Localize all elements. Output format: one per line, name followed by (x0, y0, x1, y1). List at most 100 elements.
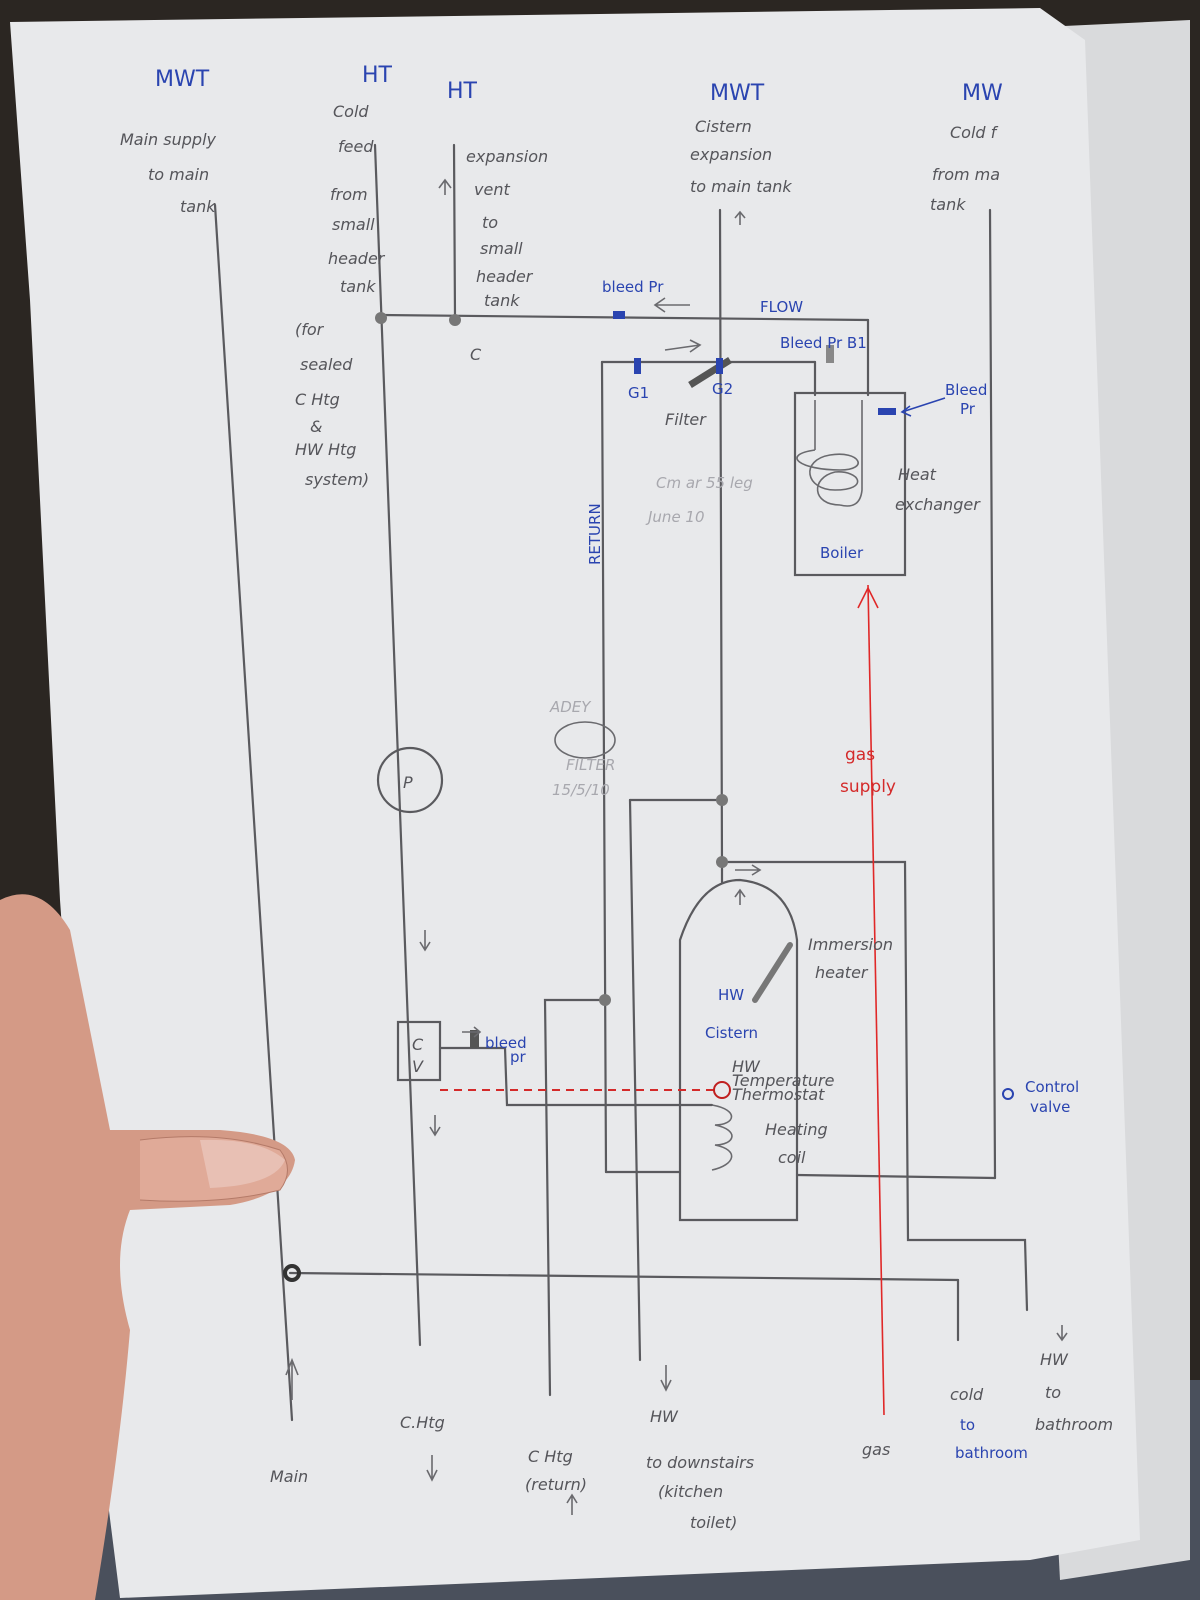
handwritten-label: Control (1025, 1078, 1079, 1096)
diagram-stroke (200, 1139, 285, 1188)
handwritten-label: Heat (898, 465, 937, 484)
hw-bath-arrow-icon (1056, 1325, 1068, 1342)
valve-cv-box (396, 1020, 442, 1082)
handwritten-label: G2 (712, 380, 733, 398)
column-headings: MWT Main supply to main tank HT Cold fee… (120, 63, 1003, 310)
control-valve-icon (1002, 1088, 1014, 1100)
handwritten-label: Cm ar 55 leg (656, 474, 753, 492)
handwritten-label: to main tank (690, 177, 792, 196)
col-tag: MW (962, 81, 1003, 106)
handwritten-label: Thermostat (732, 1085, 825, 1104)
handwritten-label: exchanger (895, 495, 981, 514)
immersion-heater-icon (752, 942, 793, 1003)
gas-supply-pipe (867, 584, 885, 1416)
main-junction-dot (283, 1264, 301, 1282)
handwritten-label: G1 (628, 384, 649, 402)
sealed-system-note: (for sealed C Htg & HW Htg system) (295, 320, 369, 489)
handwritten-label: V (412, 1057, 424, 1076)
hw-downstairs-pipe (628, 798, 642, 1362)
vent-arrow-icon (438, 178, 452, 195)
return-in-arrow-icon (566, 1493, 578, 1515)
handwritten-label: (kitchen (658, 1482, 723, 1501)
main-cold-distribution-pipe (288, 1271, 960, 1282)
handwritten-label: FILTER (566, 756, 615, 774)
handwritten-label: bathroom (1035, 1415, 1113, 1434)
handwritten-label: bathroom (955, 1444, 1028, 1462)
handwritten-label: cold (950, 1385, 984, 1404)
valve-g2-icon (716, 358, 723, 374)
main-inflow-arrow-icon (285, 1357, 299, 1400)
heating-coil-icon (711, 1104, 733, 1171)
handwritten-label: Pr (960, 400, 976, 418)
chtg-out-arrow-icon (426, 1455, 438, 1482)
handwritten-label: bleed (485, 1034, 527, 1052)
handwritten-label: sealed (300, 355, 353, 374)
thermostat-icon (713, 1081, 731, 1099)
handwritten-label: HW (650, 1407, 679, 1426)
handwritten-label: P (403, 773, 413, 792)
handwritten-label: expansion (466, 147, 548, 166)
bleed-point-icon (613, 311, 625, 319)
handwritten-label: from (330, 185, 368, 204)
handwritten-label: system) (305, 470, 369, 489)
expansion-vent-pipe (452, 143, 457, 320)
handwritten-label: expansion (690, 145, 772, 164)
handwritten-label: June 10 (645, 508, 705, 526)
flow-arrow-icon (735, 864, 762, 876)
handwritten-label: Heating (765, 1120, 828, 1139)
boiler-box (793, 391, 907, 577)
handwritten-label: Cold f (950, 123, 999, 142)
junction-dot (375, 312, 387, 324)
flow-arrow-icon (462, 1026, 482, 1038)
col-tag: HT (362, 63, 393, 88)
handwritten-label: C (412, 1035, 424, 1054)
chtg-return-pipe (543, 998, 607, 1397)
valve-g1-icon (634, 358, 641, 374)
filter-icon (688, 357, 732, 388)
col-tag: MWT (155, 67, 210, 92)
hw-cistern-tank (678, 878, 799, 1222)
vent-arrow-icon (734, 210, 746, 225)
bleed-b1-icon (826, 345, 834, 363)
bleed-point-icon (878, 408, 896, 415)
pointer-arrow-icon (900, 397, 946, 417)
handwritten-label: Boiler (820, 544, 864, 562)
component-labels: C bleed Pr FLOW Bleed Pr B1 G1 G2 Filter… (403, 278, 1079, 1167)
handwritten-label: to downstairs (646, 1453, 754, 1472)
handwritten-label: Cistern (695, 117, 752, 136)
flow-arrow-icon (653, 297, 690, 313)
pump-icon (376, 746, 444, 814)
handwritten-label: header (328, 249, 386, 268)
gas-arrow-icon (857, 586, 879, 609)
handwritten-label: small (332, 215, 375, 234)
handwritten-label: bleed Pr (602, 278, 664, 296)
handwritten-label: to (1045, 1383, 1061, 1402)
handwritten-label: tank (180, 197, 216, 216)
cold-feed-pipe (373, 143, 422, 1347)
handwritten-label: ADEY (549, 698, 592, 716)
handwritten-label: toilet) (690, 1513, 737, 1532)
handwritten-label: to main (148, 165, 209, 184)
bleed-points (613, 311, 1014, 1100)
handwritten-label: coil (778, 1148, 806, 1167)
handwritten-label: tank (930, 195, 966, 214)
junction-dot (716, 856, 728, 868)
handwritten-label: to (482, 213, 498, 232)
handwritten-label: RETURN (586, 503, 604, 565)
handwritten-label: Immersion (808, 935, 893, 954)
handwritten-label: & (310, 417, 322, 436)
hand (0, 894, 295, 1600)
junction-dot (716, 794, 728, 806)
cistern-expansion-pipe (718, 208, 724, 872)
handwritten-label: Main supply (120, 130, 217, 149)
handwritten-label: pr (510, 1048, 527, 1066)
paper-sheet (10, 8, 1140, 1598)
flow-arrow-icon (664, 339, 702, 353)
junction-dot (449, 314, 461, 326)
handwritten-label: vent (474, 180, 510, 199)
handwritten-label: (return) (525, 1475, 587, 1494)
pipework (213, 143, 1068, 1515)
handwritten-label: C Htg (528, 1447, 573, 1466)
